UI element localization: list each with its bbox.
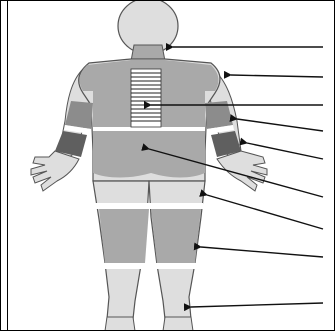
callout-arrow-hip [207,195,323,229]
knee-white-stripe [101,263,199,269]
left-thigh-band [99,209,149,263]
lower-back-region [93,131,205,178]
right-hand [217,151,267,191]
spine-column [131,69,161,127]
callout-arrow-thigh [201,247,323,257]
callout-arrow-shoulder [231,75,323,77]
back-white-stripe [93,127,205,131]
thigh-white-stripe [95,203,203,209]
feet [105,317,193,331]
right-thigh-band [151,209,201,263]
left-hand [31,151,79,191]
callout-arrow-upper-arm [237,119,323,131]
right-foot [163,317,193,331]
callout-arrow-lower-leg [191,303,323,307]
left-foot [105,317,135,331]
